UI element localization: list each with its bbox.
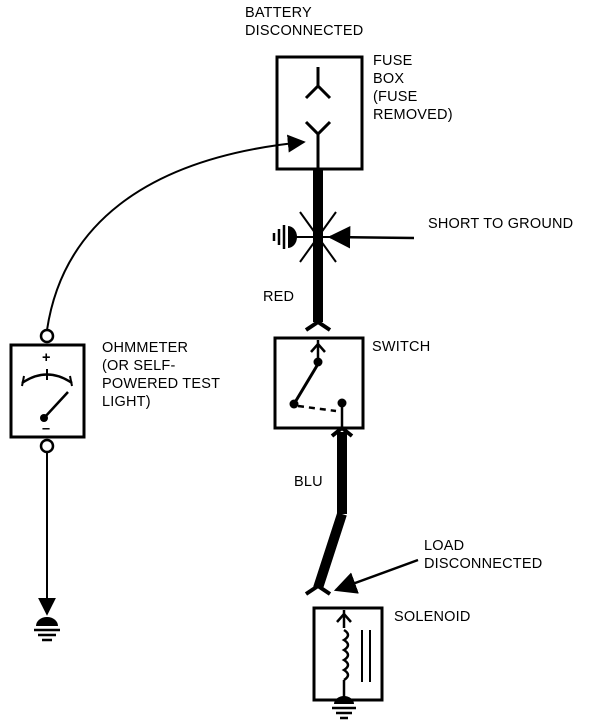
load-label-line1: LOAD [424, 538, 465, 554]
blu-wire-label: BLU [294, 474, 323, 490]
red-wire-label: RED [263, 289, 295, 305]
blu-wire [304, 425, 354, 596]
ohmmeter-label-line1: OHMMETER [102, 340, 189, 356]
load-label-line2: DISCONNECTED [424, 556, 543, 572]
coil-icon [341, 628, 350, 682]
ohmmeter-label-line3: POWERED TEST [102, 376, 221, 392]
short-to-ground-label: SHORT TO GROUND [428, 216, 574, 232]
short-to-ground-arrow [327, 225, 415, 249]
fuse-box-label-line2: BOX [373, 71, 405, 87]
switch-label: SWITCH [372, 339, 431, 355]
solenoid-label: SOLENOID [394, 609, 471, 625]
meter-minus-sign: – [42, 421, 51, 437]
load-disconnected-arrow [333, 558, 419, 594]
fuse-box-label-line4: REMOVED) [373, 107, 453, 123]
test-lead-to-fuse [46, 134, 306, 331]
meter-plus-sign: + [42, 350, 51, 366]
ohmmeter [9, 328, 86, 454]
ground-symbol-icon [34, 617, 60, 642]
switch-box [273, 336, 365, 430]
meter-needle-icon [40, 391, 69, 422]
solenoid-box [312, 606, 384, 720]
fuse-box [275, 55, 364, 171]
fuse-terminal-icon [304, 120, 332, 169]
ground-symbol-icon [272, 225, 308, 249]
short-to-ground-burst [296, 206, 340, 268]
ohmmeter-label-line2: (OR SELF- [102, 358, 176, 374]
battery-label-line1: BATTERY [245, 5, 312, 21]
fuse-box-label-line1: FUSE [373, 53, 413, 69]
ohmmeter-label-line4: LIGHT) [102, 394, 151, 410]
fuse-terminal-icon [304, 67, 332, 100]
ground-symbol-icon [332, 696, 356, 720]
fuse-box-label-line3: (FUSE [373, 89, 418, 105]
battery-label-line2: DISCONNECTED [245, 23, 364, 39]
switch-contact-icon [310, 340, 326, 367]
